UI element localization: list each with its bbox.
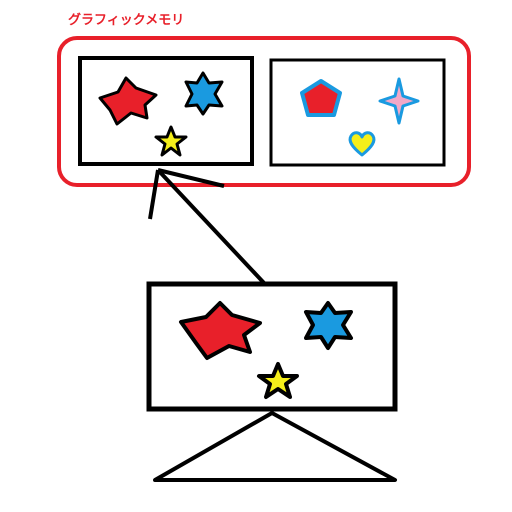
yellow-star-icon [257,362,299,399]
graphic-memory-label: グラフィックメモリ [68,13,185,28]
arrow-head-left [148,169,160,220]
arrow-head-right [157,168,225,188]
graphic-memory-border [57,36,471,187]
yellow-heart-icon [348,131,376,157]
blue-star-icon [184,71,224,116]
red-star-icon [179,301,262,360]
red-pentagon-icon [300,79,342,117]
pink-sparkle-icon [378,77,420,125]
monitor-stand [153,411,397,482]
arrow-shaft [156,168,266,285]
red-star-icon [98,76,158,126]
yellow-star-icon [154,125,188,157]
blue-star-icon [304,301,353,350]
